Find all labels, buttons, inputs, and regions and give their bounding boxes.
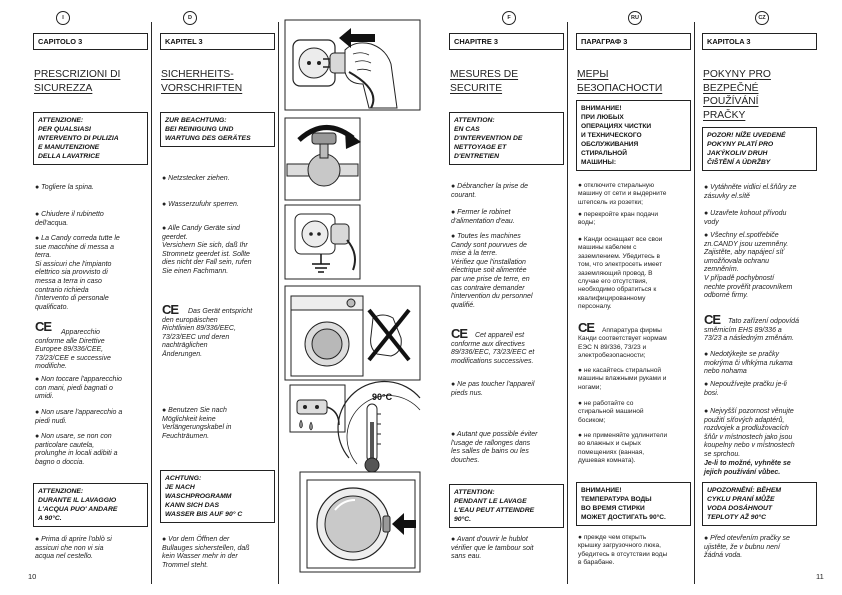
fr-ce-conformity-text: Cet appareil est conforme aux directives… [451,332,535,365]
ru-bullet-wet-hands: ● не касайтесь стиральной машины влажным… [578,367,667,391]
fr-section-title: MESURES DE SECURITE [450,69,519,94]
it-bullet-extension-cords: ● Non usare, se non con particolare caut… [35,433,118,466]
ru-bullet-check-drum: ● прежде чем открыть крышку загрузочного… [578,534,668,567]
fr-ce-mark: CE [451,326,468,341]
de-bullet-check-drum: ● Vor dem Öffnen der Bullauges sicherste… [162,536,250,569]
cz-bullet-wet-hands: ● Nedotýkejte se pračky mokrýma či vlhký… [704,351,793,376]
no-extension-cord-illustration [289,384,346,433]
ru-bullet-earthing: ● Канди оснащает все свои машины кабелем… [578,236,663,311]
ru-bullet-close-tap: ● перекройте кран подачи воды; [578,211,659,227]
cz-section-title: POKYNY PRO BEZPEČNÉ POUŽÍVÁNÍ PRAČKY [703,69,771,121]
it-language-badge: I [56,11,70,25]
fr-bullet-earthing: ● Toutes les machines Candy sont pourvue… [451,233,533,309]
cz-hot-water-alert-box: UPOZORNĚNÍ: BĚHEM CYKLU PRANÍ MŮŽE VODA … [702,482,817,526]
de-ce-mark: CE [162,302,179,317]
cz-bullet-unplug: ● Vytáhněte vidlici el.šňůry ze zásuvky … [704,184,797,200]
cz-bullet-check-drum: ● Před otevřením pračky se ujistěte, že … [704,535,790,560]
it-section-title: PRESCRIZIONI DI SICUREZZA [34,69,121,94]
cz-bullet-close-tap: ● Uzavřete kohout přívodu vody [704,210,787,226]
it-bullet-check-drum: ● Prima di aprire l'oblò si assicuri che… [35,536,112,561]
cz-bullet-earthing: ● Všechny el.spotřebiče zn.CANDY jsou uz… [704,232,793,300]
fr-language-badge: F [502,11,516,25]
de-bullet-earthing: ● Alle Candy Geräte sind geerdet. Versic… [162,225,252,275]
de-hot-water-alert-box: ACHTUNG: JE NACH WASCHPROGRAMM KANN SICH… [160,470,275,523]
fr-bullet-check-drum: ● Avant d'ouvrir le hublot vérifier que … [451,536,534,561]
it-bullet-wet-hands: ● Non toccare l'apparecchio con mani, pi… [35,376,122,401]
it-bullet-earthing: ● La Candy correda tutte le sue macchine… [35,235,120,311]
cz-chapter-heading: KAPITOLA 3 [702,33,817,50]
ru-bullet-unplug: ● отключите стиральную машину от сети и … [578,182,667,206]
ru-language-badge: RU [628,11,642,25]
fr-bullet-close-tap: ● Fermer le robinet d'alimentation d'eau… [451,209,515,225]
thermometer-label: 90°C [372,392,393,402]
ru-section-title: МЕРЫ БЕЗОПАСНОСТИ [577,69,663,94]
it-bullet-unplug: ● Togliere la spina. [35,184,94,191]
page-number-right: 11 [816,572,824,581]
cz-cleaning-warning-box: POZOR! NÍŽE UVEDENÉ POKYNY PLATÍ PRO JAK… [702,127,817,171]
ru-hot-water-alert-box: ВНИМАНИЕ! ТЕМПЕРАТУРА ВОДЫ ВО ВРЕМЯ СТИР… [576,482,691,526]
de-bullet-extension-cords: ● Benutzen Sie nach Möglichkeit keine Ve… [162,407,232,440]
cz-language-badge: CZ [755,11,769,25]
de-chapter-heading: KAPITEL 3 [160,33,275,50]
fr-hot-water-alert-box: ATTENTION: PENDANT LE LAVAGE L'EAU PEUT … [449,484,564,528]
ru-bullet-extension-cords: ● не применяйте удлинители во влажных и … [578,432,668,465]
de-language-badge: D [183,11,197,25]
column-divider [278,22,279,584]
it-cleaning-warning-box: ATTENZIONE: PER QUALSIASI INTERVENTO DI … [33,112,148,165]
unplug-illustration [284,19,421,111]
it-ce-mark: CE [35,319,52,334]
column-divider [151,22,152,584]
it-ce-conformity-text: Apparecchio conforme alle Direttive Euro… [35,329,111,371]
de-bullet-unplug: ● Netzstecker ziehen. [162,175,230,182]
no-wet-hands-illustration [284,285,421,381]
cz-ce-mark: CE [704,312,721,327]
water-tap-illustration [284,117,361,201]
column-divider [567,22,568,584]
cz-bullet-barefoot: ● Nepoužívejte pračku je-li bosi. [704,381,787,397]
cz-bullet-extension-cords: ● Nejvyšší pozornost věnujte použití síť… [704,408,795,458]
it-bullet-barefoot: ● Non usare l'apparecchio a piedi nudi. [35,409,123,425]
de-ce-conformity-text: Das Gerät entspricht den europäischen Ri… [162,308,253,358]
it-hot-water-alert-box: ATTENZIONE: DURANTE IL LAVAGGIO L'ACQUA … [33,483,148,527]
de-cleaning-warning-box: ZUR BEACHTUNG: BEI REINIGUNG UND WARTUNG… [160,112,275,147]
cz-ce-conformity-text: Tato zařízení odpovídá směrnicím EHS 89/… [704,318,799,343]
it-bullet-close-tap: ● Chiudere il rubinetto dell'acqua. [35,211,104,227]
ru-chapter-heading: ПАРАГРАФ 3 [576,33,691,50]
column-divider [694,22,695,584]
fr-cleaning-warning-box: ATTENTION: EN CAS D'INTERVENTION DE NETT… [449,112,564,165]
fr-chapter-heading: CHAPITRE 3 [449,33,564,50]
door-porthole-illustration [299,471,421,573]
fr-bullet-unplug: ● Débrancher la prise de courant. [451,183,528,199]
cz-extension-cords-advice: Je-li to možné, vyhněte se jejich použív… [704,460,791,476]
fr-bullet-extension-cords: ● Autant que possible éviter l'usage de … [451,431,538,464]
ru-cleaning-warning-box: ВНИМАНИЕ! ПРИ ЛЮБЫХ ОПЕРАЦИЯХ ЧИСТКИ И Т… [576,100,691,171]
earthed-socket-illustration [284,204,361,280]
de-bullet-close-tap: ● Wasserzufuhr sperren. [162,201,239,208]
page-number-left: 10 [28,572,37,581]
ru-ce-conformity-text: Аппаратура фирмы Канди соответствует нор… [578,327,667,360]
de-section-title: SICHERHEITS- VORSCHRIFTEN [161,69,243,94]
ru-bullet-barefoot: ● не работайте со стиральной машиной бос… [578,400,644,424]
it-chapter-heading: CAPITOLO 3 [33,33,148,50]
fr-bullet-barefoot: ● Ne pas toucher l'appareil pieds nus. [451,381,535,397]
thermometer-illustration: 90°C [337,380,421,473]
safety-illustrations-column: 90°C [284,19,421,573]
ru-ce-mark: CE [578,320,595,335]
